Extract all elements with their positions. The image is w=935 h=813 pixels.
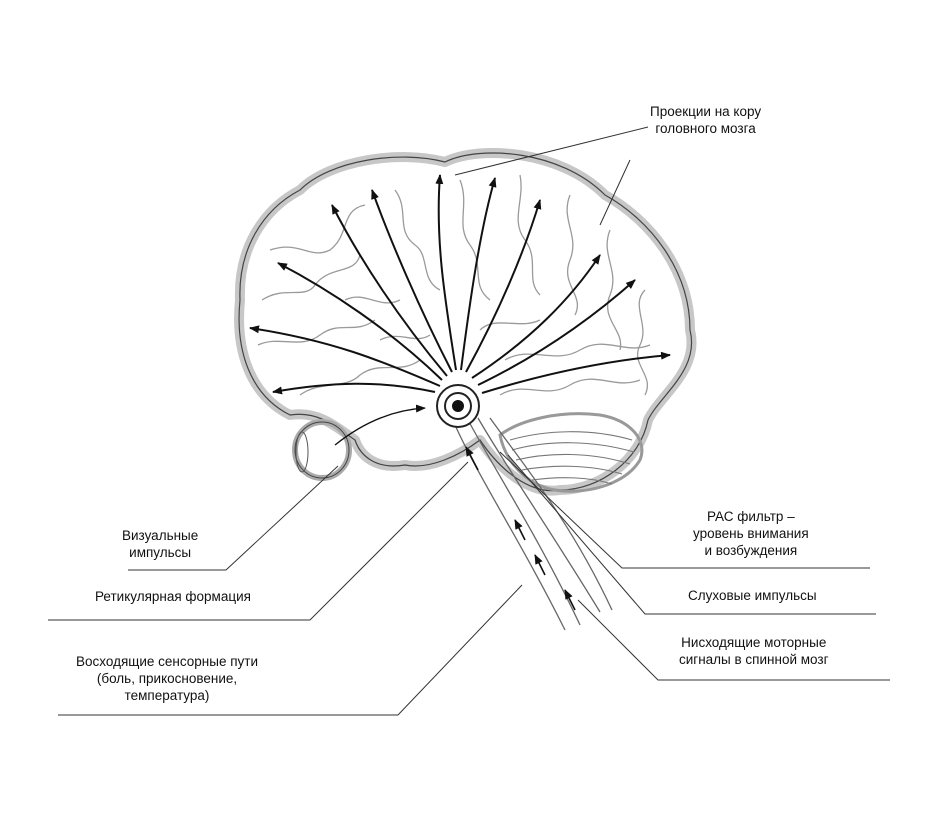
label-visual-impulses: Визуальные импульсы: [122, 528, 199, 560]
ras-center: [436, 384, 480, 428]
label-cortex-projections: Проекции на кору головного мозга: [650, 104, 762, 136]
label-ascending-sensory: Восходящие сенсорные пути (боль, прикосн…: [76, 654, 258, 703]
brainstem: [454, 417, 613, 631]
label-descending-motor: Нисходящие моторные сигналы в спинной мо…: [679, 635, 829, 667]
brain-gyri: [257, 174, 651, 396]
label-ras-filter: РАС фильтр – уровень внимания и возбужде…: [693, 509, 809, 558]
ascending-arrows: [465, 446, 576, 611]
cortex-projection-arrows: [249, 174, 671, 395]
cerebellum: [498, 412, 644, 493]
label-auditory-impulses: Слуховые импульсы: [688, 588, 817, 603]
eye: [292, 419, 352, 481]
label-reticular-formation: Ретикулярная формация: [95, 589, 251, 604]
leader-lines: [48, 126, 890, 716]
visual-pathway: [334, 404, 426, 446]
